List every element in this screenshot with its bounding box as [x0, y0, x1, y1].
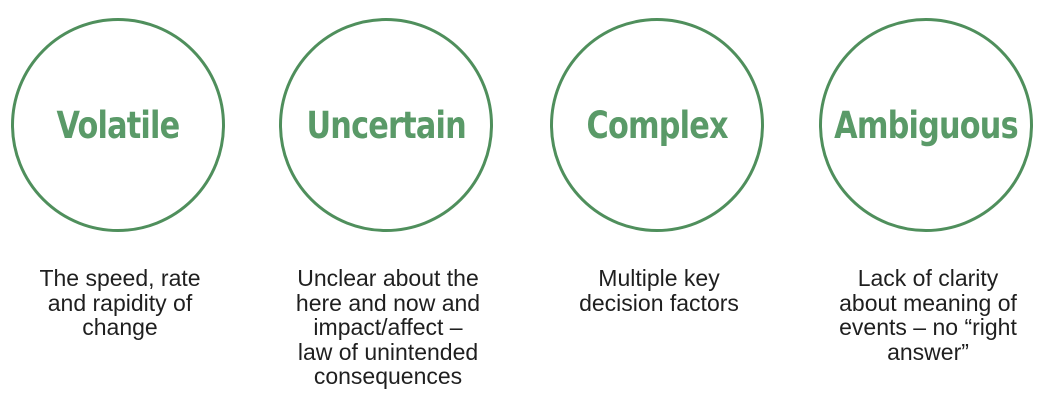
- volatile-circle: Volatile: [11, 18, 225, 232]
- ambiguous-circle: Ambiguous: [819, 18, 1033, 232]
- uncertain-description: Unclear about the here and now and impac…: [295, 265, 481, 389]
- uncertain-circle: Uncertain: [279, 18, 493, 232]
- complex-circle: Complex: [550, 18, 764, 232]
- concept-ambiguous: Ambiguous Lack of clarity about meaning …: [793, 0, 1046, 400]
- volatile-title: Volatile: [56, 103, 181, 147]
- concept-volatile: Volatile The speed, rate and rapidity of…: [0, 0, 255, 400]
- concept-uncertain: Uncertain Unclear about the here and now…: [253, 0, 523, 400]
- complex-description: Multiple key decision factors: [579, 265, 739, 316]
- ambiguous-description: Lack of clarity about meaning of events …: [839, 265, 1017, 365]
- complex-title: Complex: [586, 103, 728, 147]
- uncertain-title: Uncertain: [306, 103, 466, 147]
- volatile-description: The speed, rate and rapidity of change: [39, 265, 201, 340]
- ambiguous-title: Ambiguous: [834, 103, 1018, 147]
- concept-complex: Complex Multiple key decision factors: [524, 0, 794, 400]
